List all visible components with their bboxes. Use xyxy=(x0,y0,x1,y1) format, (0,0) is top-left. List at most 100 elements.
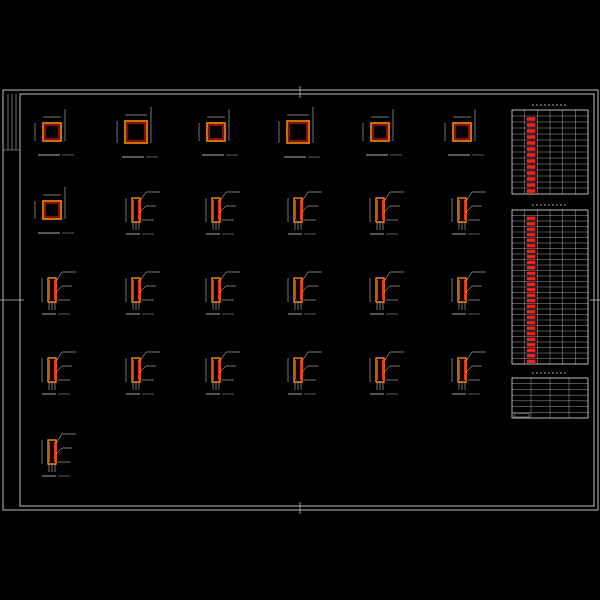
wall-end-detail xyxy=(369,271,404,315)
wall-end-detail xyxy=(451,351,486,395)
table-cell-sketch xyxy=(526,282,536,286)
leader-line xyxy=(383,285,400,293)
square-column-detail xyxy=(198,109,238,156)
table-cell-sketch xyxy=(526,337,536,341)
table-cell-sketch xyxy=(526,288,536,292)
leader-line xyxy=(465,271,486,282)
leader-line xyxy=(219,271,240,282)
center-marks xyxy=(0,86,600,514)
leader-line xyxy=(465,285,482,293)
column-section xyxy=(370,122,390,142)
leader-line xyxy=(301,365,318,373)
wall-end-detail xyxy=(369,351,404,395)
wall-end-detail xyxy=(41,271,76,315)
stirrup xyxy=(454,124,470,140)
wall-end-detail xyxy=(41,433,76,477)
table-cell-sketch xyxy=(526,315,536,319)
table-cell-sketch xyxy=(526,135,536,139)
wall-end-detail xyxy=(205,351,240,395)
table-cell-sketch xyxy=(526,266,536,270)
leader-line xyxy=(383,205,400,213)
wall-end-detail xyxy=(125,351,160,395)
wall-end-detail xyxy=(287,351,322,395)
table-cell-sketch xyxy=(526,117,536,121)
table-cell-sketch xyxy=(526,177,536,181)
square-column-detail xyxy=(278,107,320,158)
square-column-detail xyxy=(34,109,74,156)
square-column-detail xyxy=(362,109,402,156)
leader-line xyxy=(55,365,72,373)
stirrup xyxy=(44,124,60,140)
wall-end-detail xyxy=(369,191,404,235)
leader-line xyxy=(219,365,236,373)
column-section xyxy=(206,122,226,142)
leader-line xyxy=(55,433,76,444)
table-cell-sketch xyxy=(526,222,536,226)
leader-line xyxy=(465,191,486,202)
stirrup xyxy=(288,122,308,142)
column-section xyxy=(42,200,62,220)
leader-line xyxy=(139,271,160,282)
table-cell-sketch xyxy=(526,354,536,358)
leader-line xyxy=(55,447,72,455)
leader-line xyxy=(139,365,156,373)
leader-line xyxy=(383,351,404,362)
table-cell-sketch xyxy=(526,129,536,133)
leader-line xyxy=(219,351,240,362)
leader-line xyxy=(301,205,318,213)
table-cell-sketch xyxy=(526,238,536,242)
stirrup xyxy=(44,202,60,218)
binding-strip xyxy=(3,94,20,151)
table-cell-sketch xyxy=(526,147,536,151)
table-cell-sketch xyxy=(526,260,536,264)
leader-line xyxy=(55,271,76,282)
table-cell-sketch xyxy=(526,216,536,220)
leader-line xyxy=(383,365,400,373)
table-cell-sketch xyxy=(526,171,536,175)
table-cell-sketch xyxy=(526,348,536,352)
wall-end-detail xyxy=(125,271,160,315)
table-cell-sketch xyxy=(526,277,536,281)
leader-line xyxy=(465,351,486,362)
table-cell-sketch xyxy=(526,321,536,325)
table-cell-sketch xyxy=(526,249,536,253)
column-section xyxy=(42,122,62,142)
notes-table xyxy=(511,372,589,419)
table-cell-sketch xyxy=(526,310,536,314)
leader-line xyxy=(219,191,240,202)
leader-line xyxy=(219,205,236,213)
table-cell-sketch xyxy=(526,227,536,231)
wall-end-schedule xyxy=(511,204,589,365)
leader-line xyxy=(301,271,322,282)
stirrup xyxy=(208,124,224,140)
wall-end-detail xyxy=(287,271,322,315)
table-cell-sketch xyxy=(526,153,536,157)
table-cell-sketch xyxy=(526,233,536,237)
wall-end-detail xyxy=(205,191,240,235)
table-cell-sketch xyxy=(526,293,536,297)
leader-line xyxy=(55,285,72,293)
leader-line xyxy=(139,351,160,362)
square-column-detail xyxy=(116,107,158,158)
table-cell-sketch xyxy=(526,255,536,259)
leader-line xyxy=(465,365,482,373)
schedule-tables xyxy=(511,104,589,419)
table-cell-sketch xyxy=(526,299,536,303)
table-cell-sketch xyxy=(526,326,536,330)
column-schedule xyxy=(511,104,589,195)
leader-line xyxy=(383,271,404,282)
leader-line xyxy=(55,351,76,362)
table-cell-sketch xyxy=(526,159,536,163)
table-cell-sketch xyxy=(526,332,536,336)
table-cell-sketch xyxy=(526,304,536,308)
wall-end-detail xyxy=(451,191,486,235)
wall-end-detail xyxy=(205,271,240,315)
table-cell-sketch xyxy=(526,343,536,347)
table-cell-sketch xyxy=(526,189,536,193)
stirrup xyxy=(126,122,146,142)
column-section xyxy=(286,120,310,144)
leader-line xyxy=(139,285,156,293)
table-cell-sketch xyxy=(526,244,536,248)
leader-line xyxy=(301,191,322,202)
